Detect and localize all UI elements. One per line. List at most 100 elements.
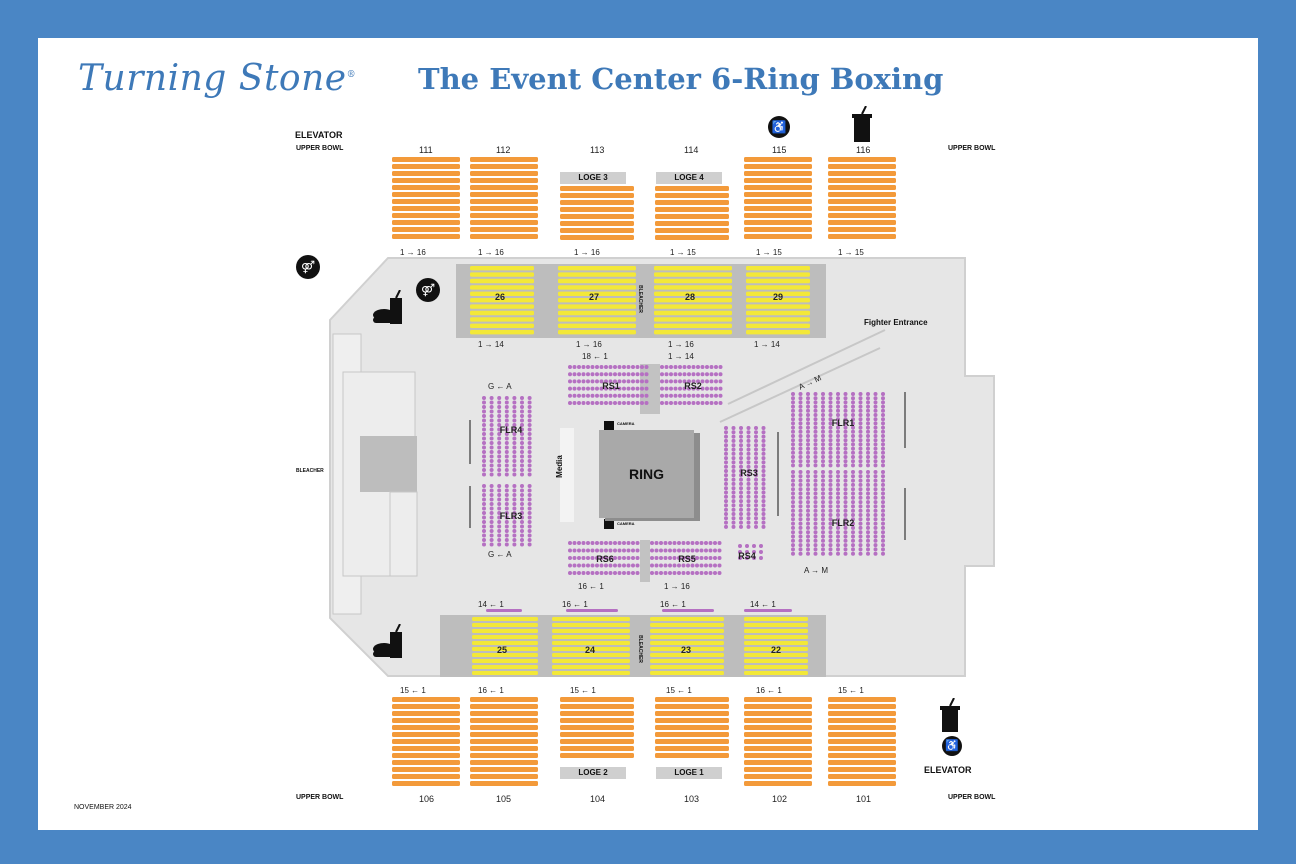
front-range-25: 14 ← 1: [478, 600, 504, 609]
section-flr4-seats[interactable]: [482, 396, 532, 477]
range-flr2: A → M: [804, 566, 829, 575]
section-23-label: 23: [680, 645, 691, 655]
bleacher-label-mid: BLEACHER: [636, 285, 643, 313]
range-113: 1 → 16: [574, 248, 600, 257]
page-title: The Event Center 6-Ring Boxing: [418, 62, 944, 96]
restroom-icon: ⚤: [416, 278, 440, 302]
section-116-label: 116: [856, 145, 871, 155]
media-seats: [560, 428, 574, 522]
section-27-seats[interactable]: [558, 266, 636, 335]
section-28-seats[interactable]: [654, 266, 732, 335]
front-range-23: 16 ← 1: [660, 600, 686, 609]
section-rs4-label: RS4: [738, 551, 756, 561]
section-rs4-seats[interactable]: [738, 544, 763, 560]
upper-bowl-label-tl: UPPER BOWL: [296, 145, 344, 152]
front-row-24[interactable]: [566, 609, 618, 612]
range-112: 1 → 16: [478, 248, 504, 257]
ring-label: RING: [629, 466, 664, 482]
section-flr2-seats[interactable]: [791, 470, 885, 556]
front-range-22: 14 ← 1: [750, 600, 776, 609]
section-rs2-seats[interactable]: [660, 365, 723, 405]
section-115-seats[interactable]: [744, 157, 812, 239]
range-116: 1 → 15: [838, 248, 864, 257]
range-rs5: 1 → 16: [664, 582, 690, 591]
section-rs3-label: RS3: [740, 468, 758, 478]
section-25-label: 25: [496, 645, 507, 655]
food-icon: [373, 624, 402, 658]
section-103-seats[interactable]: [655, 697, 729, 758]
range-rs1: 18 ← 1: [582, 352, 608, 361]
front-row-23[interactable]: [662, 609, 714, 612]
section-114-label: 114: [684, 145, 699, 155]
camera-bottom: [604, 519, 614, 529]
section-112-seats[interactable]: [470, 157, 538, 239]
section-103-label: 103: [684, 794, 700, 804]
upper-bowl-label-bl: UPPER BOWL: [296, 794, 344, 801]
section-114-seats[interactable]: [655, 186, 729, 240]
section-102-label: 102: [772, 794, 788, 804]
drink-icon: [940, 698, 960, 732]
range-flr3: G ← A: [488, 550, 512, 559]
section-25-seats[interactable]: [472, 617, 538, 675]
front-row-22[interactable]: [744, 609, 792, 612]
section-flr3-seats[interactable]: [482, 484, 532, 547]
loge-2[interactable]: LOGE 2: [560, 767, 626, 779]
section-24-seats[interactable]: [552, 617, 630, 675]
date-footer: NOVEMBER 2024: [74, 804, 132, 811]
loge-3[interactable]: LOGE 3: [560, 172, 626, 184]
section-104-seats[interactable]: [560, 697, 634, 758]
section-101-seats[interactable]: [828, 697, 896, 786]
range-rs6: 16 ← 1: [578, 582, 604, 591]
section-rs1-seats[interactable]: [568, 365, 649, 405]
media-label: Media: [554, 455, 564, 478]
bleacher-label-mid-bottom: BLEACHER: [636, 635, 643, 663]
front-row-25[interactable]: [486, 609, 522, 612]
range-28: 1 → 16: [668, 340, 694, 349]
section-106-seats[interactable]: [392, 697, 460, 786]
section-rs3-seats[interactable]: [724, 426, 766, 529]
section-rs6-seats[interactable]: [568, 541, 640, 575]
section-116-seats[interactable]: [828, 157, 896, 239]
range-101: 15 ← 1: [838, 686, 864, 695]
section-flr4-label: FLR4: [499, 425, 523, 435]
turning-stone-logo: Turning Stone®: [78, 58, 357, 99]
section-rs5-seats[interactable]: [650, 541, 722, 575]
section-113-seats[interactable]: [560, 186, 634, 240]
section-111-label: 111: [419, 145, 433, 155]
loge-1[interactable]: LOGE 1: [656, 767, 722, 779]
section-26-seats[interactable]: [470, 266, 534, 335]
section-26-label: 26: [494, 292, 505, 302]
camera-label-bottom: CAMERA: [617, 521, 635, 526]
section-101-label: 101: [856, 794, 872, 804]
section-29-seats[interactable]: [746, 266, 810, 335]
section-rs5-label: RS5: [678, 554, 696, 564]
section-29-label: 29: [772, 292, 783, 302]
section-rs1-label: RS1: [602, 381, 620, 391]
section-105-seats[interactable]: [470, 697, 538, 786]
family-restroom-icon: ♿: [768, 116, 790, 138]
section-22-seats[interactable]: [744, 617, 808, 675]
section-27-label: 27: [588, 292, 599, 302]
range-102: 16 ← 1: [756, 686, 782, 695]
range-26: 1 → 14: [478, 340, 504, 349]
food-icon: [373, 290, 402, 324]
boxing-ring[interactable]: RING: [599, 430, 694, 518]
range-rs2: 1 → 14: [668, 352, 694, 361]
section-106-label: 106: [419, 794, 435, 804]
section-102-seats[interactable]: [744, 697, 812, 786]
camera-top: [604, 421, 614, 431]
range-104: 15 ← 1: [570, 686, 596, 695]
section-flr1-seats[interactable]: [791, 392, 885, 468]
section-24-label: 24: [584, 645, 595, 655]
section-111-seats[interactable]: [392, 157, 460, 239]
fighter-entrance-label: Fighter Entrance: [864, 318, 928, 327]
range-106: 15 ← 1: [400, 686, 426, 695]
range-27: 1 → 16: [576, 340, 602, 349]
elevator-label-bottom: ELEVATOR: [924, 765, 972, 775]
section-23-seats[interactable]: [650, 617, 724, 675]
section-104-label: 104: [590, 794, 606, 804]
range-115: 1 → 15: [756, 248, 782, 257]
loge-4[interactable]: LOGE 4: [656, 172, 722, 184]
range-111: 1 → 16: [400, 248, 426, 257]
left-bleacher-dark: [360, 436, 417, 492]
